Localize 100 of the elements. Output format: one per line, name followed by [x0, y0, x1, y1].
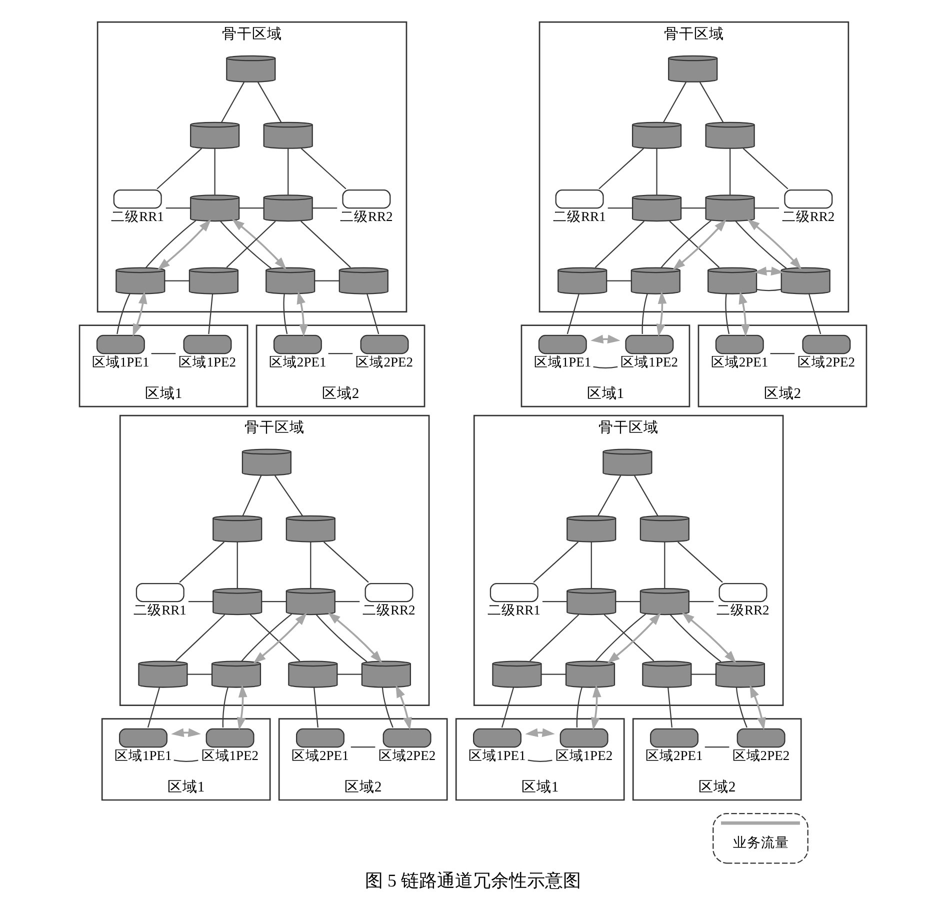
caption: 图 5 链路通道冗余性示意图 — [364, 870, 581, 891]
connector — [664, 542, 665, 588]
connector — [542, 601, 566, 602]
connector — [188, 601, 212, 602]
connector — [214, 148, 215, 195]
connector — [734, 220, 786, 269]
connector — [165, 208, 190, 209]
node-label: 区域2PE1 — [644, 748, 702, 764]
connector — [312, 208, 337, 209]
connector — [381, 687, 393, 728]
node-label: 二级RR1 — [487, 602, 540, 618]
arrow — [738, 291, 750, 337]
arrow — [524, 728, 554, 738]
connector — [594, 220, 644, 268]
arrow — [252, 612, 307, 664]
connector — [594, 614, 646, 662]
connector — [698, 82, 724, 122]
connector — [315, 614, 367, 662]
connector — [350, 746, 375, 748]
connector — [274, 475, 302, 516]
arrow — [606, 612, 661, 664]
node-label: 区域1PE1 — [468, 748, 526, 764]
arrow — [753, 266, 784, 276]
connector — [334, 601, 360, 602]
connector — [641, 294, 648, 334]
connector — [566, 294, 579, 334]
connector — [676, 542, 722, 583]
connector — [261, 601, 286, 602]
arrow — [681, 612, 736, 664]
connector — [633, 475, 658, 516]
arrow — [231, 218, 286, 270]
connector — [236, 542, 238, 588]
node-label: 区域2PE2 — [797, 354, 854, 370]
node-label: 区域2PE2 — [732, 748, 790, 764]
connector — [500, 687, 514, 728]
arrow — [132, 291, 147, 337]
connector — [606, 280, 631, 282]
connector — [242, 475, 262, 516]
connector — [156, 148, 202, 190]
node-label: 区域2PE1 — [710, 354, 768, 370]
connector — [527, 760, 552, 762]
connector — [704, 746, 729, 748]
connector — [754, 208, 779, 209]
connector — [597, 475, 621, 516]
arrow — [656, 291, 666, 337]
legend-label: 业务流量 — [732, 834, 788, 850]
connector — [328, 352, 352, 354]
connector — [220, 82, 244, 122]
connector — [300, 220, 350, 268]
arrow — [236, 684, 247, 730]
connector — [256, 82, 282, 122]
node-label: 区域2PE2 — [355, 354, 413, 370]
arrow — [749, 684, 766, 730]
connector — [164, 280, 189, 282]
connector — [808, 294, 821, 334]
connector — [116, 294, 130, 334]
connector — [314, 280, 339, 282]
connector — [680, 208, 706, 209]
connector — [729, 148, 730, 195]
connector — [240, 614, 292, 662]
connector — [529, 614, 579, 662]
node-label: 二级RR2 — [362, 602, 415, 618]
connector — [607, 208, 632, 209]
connector — [322, 542, 368, 583]
connector — [175, 614, 225, 662]
arrow — [170, 728, 200, 738]
connector — [688, 601, 714, 602]
arrow — [746, 218, 802, 270]
connector — [667, 687, 672, 728]
connector — [662, 82, 686, 122]
connector — [576, 687, 582, 728]
connector — [173, 760, 198, 762]
connector — [238, 208, 264, 209]
connector — [598, 148, 644, 190]
node-label: 二级RR1 — [110, 209, 164, 224]
arrow — [395, 684, 412, 730]
connector — [770, 352, 794, 354]
node-label: 二级RR1 — [552, 209, 606, 224]
node-label: 区域1PE2 — [620, 354, 678, 370]
arrow — [590, 684, 601, 730]
connector — [178, 542, 224, 583]
arrow — [296, 291, 308, 337]
node-label: 区域1PE1 — [114, 748, 172, 764]
connector — [603, 614, 654, 662]
connector — [336, 674, 362, 675]
connector — [287, 148, 288, 195]
node-label: 区域1PE1 — [91, 354, 149, 370]
connector — [540, 674, 566, 675]
connector — [756, 288, 781, 292]
connector — [366, 294, 379, 334]
connector — [249, 614, 300, 662]
node-label: 区域2PE1 — [290, 748, 348, 764]
connector — [592, 366, 618, 368]
connector — [313, 687, 318, 728]
connector — [186, 674, 212, 675]
connector — [742, 148, 788, 190]
node-label: 区域1PE1 — [533, 354, 591, 370]
connector — [724, 294, 730, 334]
connector — [226, 220, 276, 268]
node-label: 区域1PE2 — [200, 748, 258, 764]
